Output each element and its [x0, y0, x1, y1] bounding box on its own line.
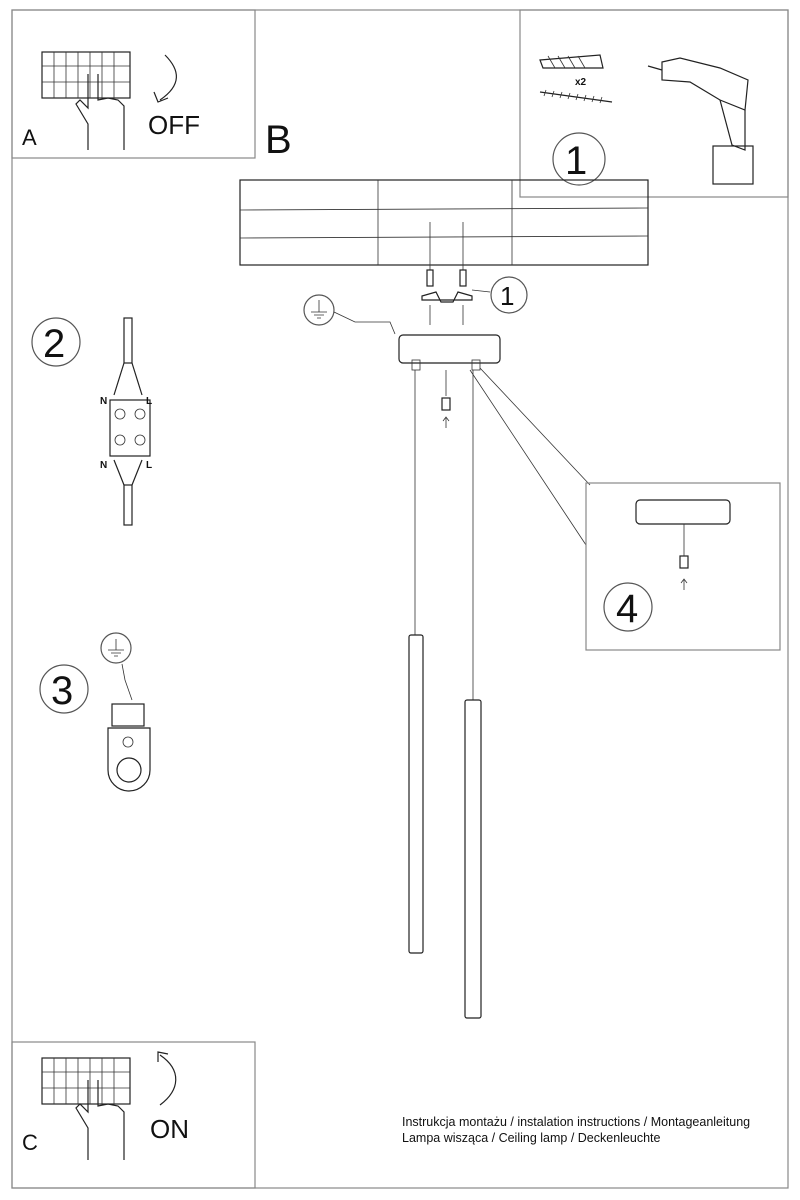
step-3-number: 3 [51, 669, 73, 713]
breaker-panel-icon [41, 51, 131, 99]
breaker-panel-icon [41, 1057, 131, 1105]
on-label: ON [150, 1114, 189, 1144]
step-c-panel: C ON [11, 1041, 256, 1189]
l-label-bottom: L [146, 460, 152, 471]
step-3-ground: 3 [39, 632, 151, 792]
detail-pointer [479, 367, 591, 486]
step-4-panel: 4 [585, 482, 781, 651]
step-1-panel: x2 1 [519, 9, 789, 198]
n-label-top: N [100, 396, 107, 407]
detail-pointer [469, 369, 587, 546]
l-label-top: L [146, 396, 152, 407]
mounting-bracket [421, 222, 491, 325]
step-1-callout-number: 1 [500, 281, 514, 311]
arrow-down-icon [153, 54, 177, 103]
step-b-letter: B [265, 118, 292, 162]
off-label: OFF [148, 110, 200, 140]
canopy-screw-icon [441, 370, 451, 428]
pendant-right [464, 370, 482, 1019]
hand-icon [75, 1080, 125, 1160]
screw-icon [539, 89, 613, 104]
ceiling-illustration [239, 179, 649, 266]
footer-title-line: Instrukcja montażu / instalation instruc… [402, 1115, 751, 1129]
n-label-bottom: N [100, 460, 107, 471]
quantity-label: x2 [575, 77, 587, 88]
ground-symbol-icon [303, 294, 396, 335]
step-4-number: 4 [616, 587, 638, 631]
canopy [398, 334, 501, 371]
footer-product-line: Lampa wisząca / Ceiling lamp / Deckenleu… [402, 1131, 661, 1145]
arrow-up-icon [157, 1051, 177, 1106]
hand-icon [75, 74, 125, 150]
drill-icon [647, 57, 754, 185]
step-a-panel: A OFF [11, 9, 256, 159]
step-2-number: 2 [43, 322, 65, 366]
step-a-letter: A [22, 125, 37, 150]
pendant-left [408, 370, 424, 954]
step-2-connector: 2 N L N L [31, 317, 152, 526]
step-1-number: 1 [565, 139, 587, 183]
wall-plug-icon [539, 54, 604, 69]
step-c-letter: C [22, 1130, 38, 1155]
page-frame [11, 9, 789, 1189]
